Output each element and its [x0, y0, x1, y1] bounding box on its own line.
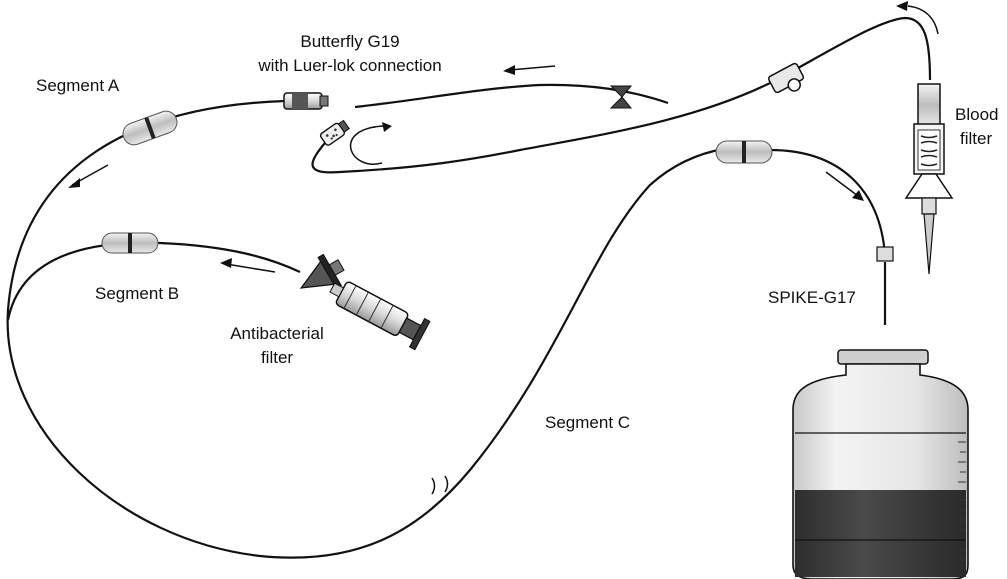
tube-segment-b	[6, 241, 301, 321]
butterfly-needle	[609, 85, 633, 109]
antibacterial-filter	[299, 253, 345, 290]
clamp-segment-b	[101, 232, 159, 254]
label-blood-filter-1: Blood	[955, 105, 999, 124]
label-antibacterial-2: filter	[260, 348, 294, 367]
luer-connector	[283, 92, 329, 110]
flow-arrow-segment-b	[220, 258, 276, 273]
flow-arrow-segment-a	[68, 164, 109, 188]
label-antibacterial-1: Antibacterial	[230, 324, 324, 343]
flow-arrow-curve	[350, 122, 392, 165]
label-spike: SPIKE-G17	[768, 288, 856, 307]
roller-clamp	[767, 62, 805, 94]
spike-connector	[876, 246, 894, 262]
label-butterfly-title: Butterfly G19	[300, 32, 400, 51]
flow-arrow-butterfly	[503, 65, 556, 75]
butterfly-cap	[319, 119, 350, 146]
syringe	[329, 281, 431, 351]
tube-segment-a	[6, 99, 771, 559]
tube-segment-c	[769, 148, 887, 256]
label-segment-c: Segment C	[545, 413, 631, 432]
clamp-segment-a	[122, 110, 178, 146]
flow-arrow-segment-c	[825, 171, 864, 201]
label-blood-filter-2: filter	[960, 129, 993, 148]
flow-arrow-blood-filter	[896, 1, 939, 35]
label-segment-b: Segment B	[95, 284, 180, 303]
blood-filter	[904, 83, 954, 275]
clamp-segment-c	[715, 140, 773, 164]
label-butterfly-subtitle: with Luer-lok connection	[258, 56, 442, 75]
label-segment-a: Segment A	[36, 76, 120, 95]
tube-break-mark	[431, 475, 449, 495]
tube-butterfly-upper	[354, 83, 669, 109]
blood-bottle	[792, 349, 969, 579]
tube-butterfly-line	[311, 16, 932, 174]
